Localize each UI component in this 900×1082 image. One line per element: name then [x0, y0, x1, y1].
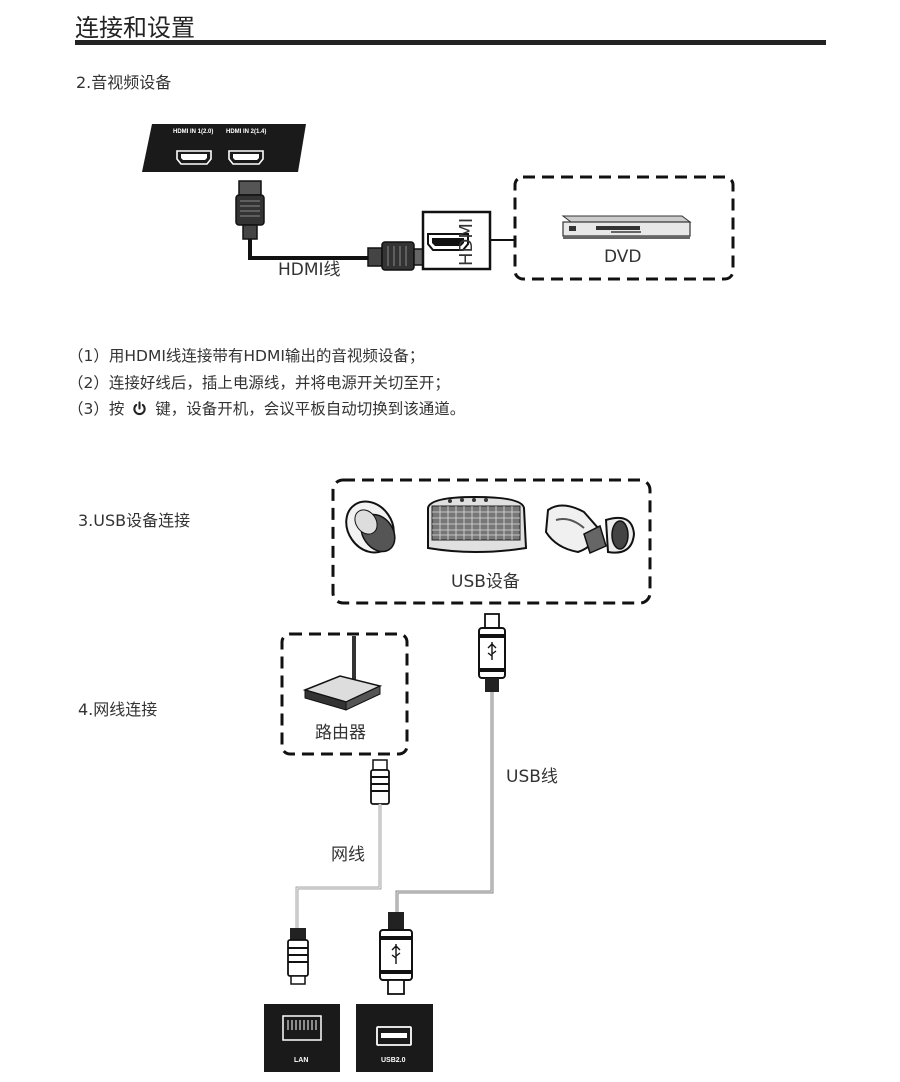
hdmi-panel: HDMI IN 1(2.0) HDMI IN 2(1.4): [142, 124, 306, 172]
av-step-3-prefix: （3）按: [68, 400, 125, 418]
usb-plug-bottom: [379, 912, 413, 995]
usb2-port-label: USB2.0: [381, 1057, 406, 1064]
page-title: 连接和设置: [75, 14, 195, 42]
power-icon: [132, 401, 147, 420]
router-frame: [280, 632, 409, 756]
hdmi-port-1: [176, 150, 212, 165]
hdmi-cable-label: HDMI线: [278, 260, 341, 280]
usb-devices-label: USB设备: [451, 572, 520, 592]
av-step-1: （1）用HDMI线连接带有HDMI输出的音视频设备；: [68, 347, 425, 365]
usb-section-heading: 3.USB设备连接: [78, 511, 191, 530]
usb-plug-top: [478, 613, 506, 692]
av-step-2: （2）连接好线后，插上电源线，并将电源开关切至开；: [68, 374, 450, 392]
av-step-3: （3）按 键，设备开机，会议平板自动切换到该通道。: [68, 397, 465, 420]
ethernet-plug-top: [370, 759, 390, 805]
usb2-port: USB2.0: [356, 1004, 433, 1072]
router-label: 路由器: [315, 723, 366, 743]
keyboard-icon: [427, 495, 528, 553]
hdmi-port1-label: HDMI IN 1(2.0): [173, 129, 213, 135]
dvd-hdmi-socket: HDMI: [421, 210, 492, 271]
ethernet-cable: [295, 804, 382, 930]
av-step-3-suffix: 键，设备开机，会议平板自动切换到该通道。: [155, 400, 466, 418]
net-section-heading: 4.网线连接: [78, 700, 158, 719]
dvd-player-icon: [561, 215, 692, 239]
usb-cable-label: USB线: [506, 767, 558, 787]
av-section-heading: 2.音视频设备: [76, 73, 172, 92]
title-divider: [75, 40, 826, 45]
lan-port-label: LAN: [294, 1057, 308, 1064]
lan-port: LAN: [264, 1004, 340, 1072]
dvd-hdmi-label: HDMI: [456, 218, 477, 266]
hdmi-port-2: [228, 150, 264, 165]
router-icon: [302, 636, 383, 711]
hdmi-plug-device: [367, 241, 425, 271]
dvd-device-frame: [513, 175, 735, 281]
hdmi-plug-panel: [235, 180, 265, 240]
ethernet-cable-label: 网线: [331, 845, 365, 865]
usb-devices-frame: [331, 478, 652, 605]
dvd-label: DVD: [604, 247, 642, 267]
hdmi-port2-label: HDMI IN 2(1.4): [226, 129, 266, 135]
ethernet-plug-bottom: [287, 928, 309, 985]
usb-cable: [395, 692, 494, 915]
usb-dongle-icon: [544, 504, 636, 555]
hdmi-cable: [248, 239, 370, 260]
mouse-icon: [345, 500, 396, 554]
